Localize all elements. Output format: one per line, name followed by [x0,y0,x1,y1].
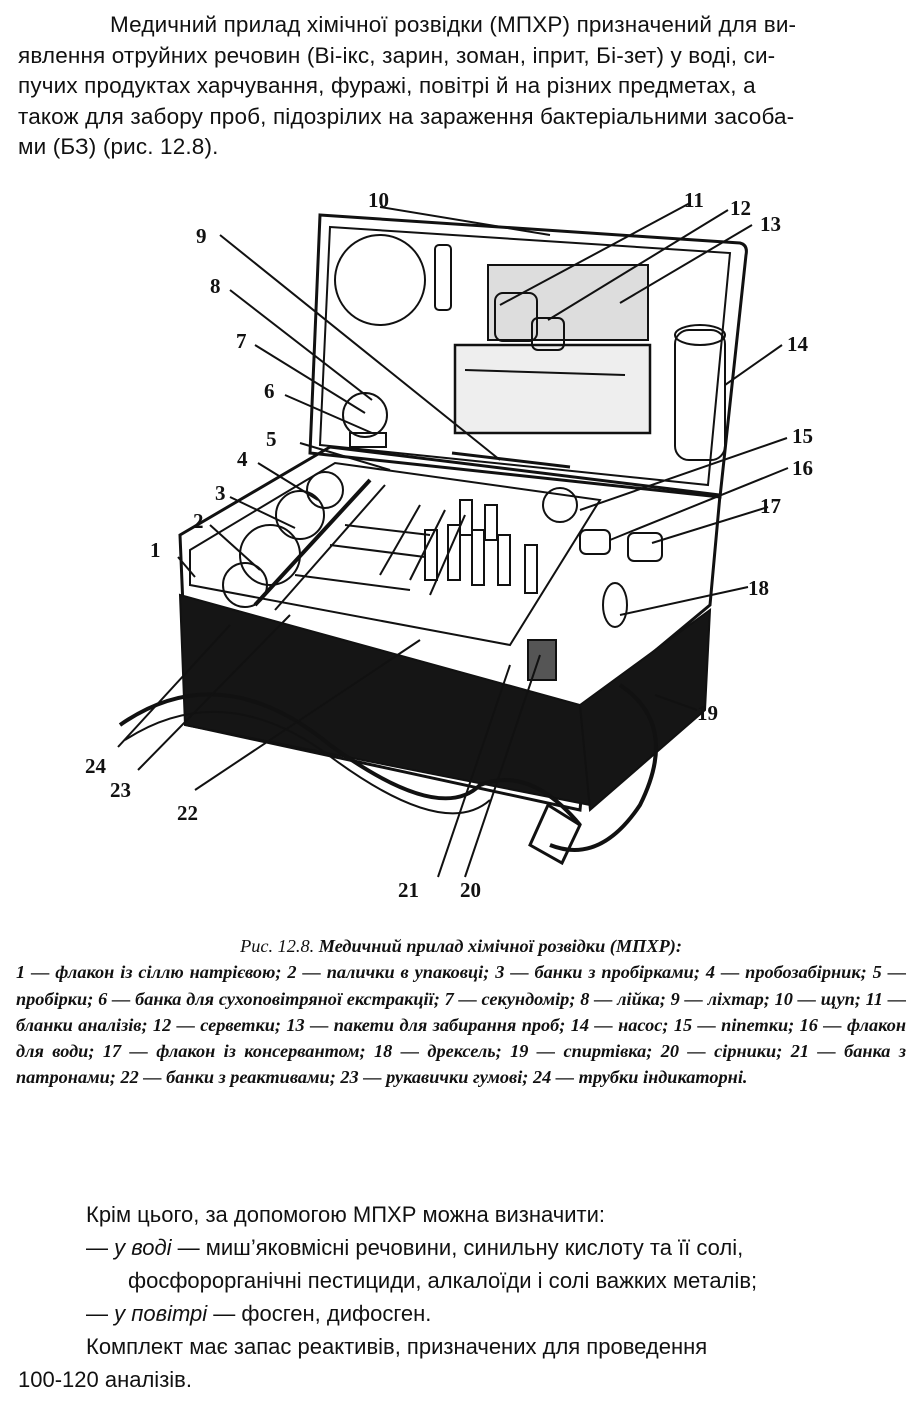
callout-7: 7 [236,329,247,353]
extra-air-row: — у повітрі — фосген, дифосген. [86,1301,432,1326]
water-label: у воді [114,1235,172,1260]
callout-3: 3 [215,481,226,505]
callout-22: 22 [177,801,198,825]
water-text: миш’яковмісні речовини, синильну кислоту… [205,1235,744,1260]
callout-15: 15 [792,424,813,448]
extra-water-row-2: фосфорорганічні пестициди, алкалоїди і с… [128,1268,758,1293]
callout-16: 16 [792,456,813,480]
callout-6: 6 [264,379,275,403]
extra-water-row: — у воді — миш’яковмісні речовини, синил… [86,1235,744,1260]
closing-paragraphs: Крім цього, за допомогою МПХР можна визн… [18,1198,898,1396]
kit-illustration: 1 2 3 4 5 6 7 8 9 10 11 12 13 14 15 16 1… [80,185,860,910]
callout-17: 17 [760,494,781,518]
air-text: фосген, дифосген. [241,1301,432,1326]
caption-legend: 1 — флакон із сіллю натрієвою; 2 — палич… [16,962,906,1088]
callout-10: 10 [368,188,389,212]
callout-11: 11 [684,188,704,212]
air-label: у повітрі [114,1301,208,1326]
callout-23: 23 [110,778,131,802]
callout-14: 14 [787,332,809,356]
callout-9: 9 [196,224,207,248]
extra-kit-line-2: 100-120 аналізів. [18,1367,192,1392]
intro-line-4: також для забору проб, підозрілих на зар… [18,103,795,129]
kit-drawing: 1 2 3 4 5 6 7 8 9 10 11 12 13 14 15 16 1… [85,188,813,902]
caption-title: Медичний прилад хімічної розвідки (МПХР)… [318,936,682,956]
intro-line-3: пучих продуктах харчування, фуражі, пові… [18,73,756,98]
callout-21: 21 [398,878,419,902]
caption-prefix: Рис. 12.8. [240,936,315,956]
callout-4: 4 [237,447,248,471]
callout-19: 19 [697,701,718,725]
callout-1: 1 [150,538,161,562]
callout-18: 18 [748,576,769,600]
extra-lead: Крім цього, за допомогою МПХР можна визн… [86,1202,605,1227]
extra-kit-line-1: Комплект має запас реактивів, призначени… [86,1334,708,1359]
callout-20: 20 [460,878,481,902]
intro-line-5: ми (БЗ) (рис. 12.8). [18,134,219,159]
callout-24: 24 [85,754,107,778]
caption-heading: Рис. 12.8. Медичний прилад хімічної розв… [16,933,906,959]
callout-13: 13 [760,212,781,236]
callout-5: 5 [266,427,277,451]
callout-12: 12 [730,196,751,220]
callout-2: 2 [193,509,204,533]
figure-caption: Рис. 12.8. Медичний прилад хімічної розв… [16,933,906,1091]
callout-8: 8 [210,274,221,298]
intro-paragraph: Медичний прилад хімічної розвідки (МПХР)… [18,10,898,163]
intro-line-1: Медичний прилад хімічної розвідки (МПХР)… [110,12,797,37]
intro-line: Медичний прилад хімічної розвідки (МПХР)… [18,10,898,41]
intro-line-2: явлення отруйних речовин (Ві-ікс, зарин,… [18,42,776,68]
